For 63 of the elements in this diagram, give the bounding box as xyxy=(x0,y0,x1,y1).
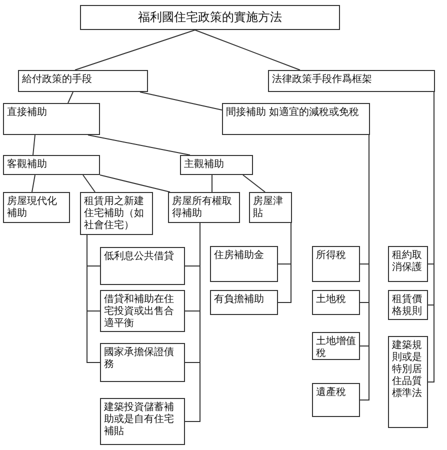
connector-line xyxy=(88,134,190,156)
text-box xyxy=(312,246,360,282)
box-label: 國家承擔保證債務 xyxy=(104,347,175,371)
box-label: 住房補助金 xyxy=(214,250,264,262)
box-label: 房屋現代化補助 xyxy=(7,196,58,220)
connector-line xyxy=(32,174,36,192)
text-box xyxy=(80,192,153,235)
text-box xyxy=(312,383,360,417)
text-box xyxy=(312,332,360,360)
connector-line xyxy=(242,174,266,192)
title-box xyxy=(80,5,340,30)
box-label: 有負擔補助 xyxy=(214,294,264,306)
box-label: 租賃價格規則 xyxy=(392,294,423,318)
connector-line xyxy=(82,174,96,192)
box-label: 房屋津貼 xyxy=(253,196,284,220)
text-box xyxy=(3,192,70,223)
connector-line xyxy=(68,92,74,104)
text-box xyxy=(100,290,185,332)
text-box xyxy=(210,290,278,315)
text-box xyxy=(100,398,185,445)
text-box xyxy=(249,192,292,223)
text-box xyxy=(388,336,428,428)
box-label: 主觀補助 xyxy=(184,159,224,171)
connector-line xyxy=(86,234,100,363)
box-label: 土地稅 xyxy=(316,294,346,306)
box-label: 直接補助 xyxy=(7,107,47,119)
connector-line xyxy=(100,174,170,192)
box-label: 給付政策的手段 xyxy=(22,74,92,86)
text-box xyxy=(100,247,185,285)
text-box xyxy=(388,290,428,320)
box-label: 建築投資儲蓄補助或是自有住宅補貼 xyxy=(104,402,175,438)
text-box xyxy=(222,103,370,135)
box-label: 房屋所有權取得補助 xyxy=(172,196,233,220)
box-label: 客觀補助 xyxy=(7,159,47,171)
connector-line xyxy=(74,30,196,70)
box-label: 遺產稅 xyxy=(316,387,346,399)
connector-line xyxy=(140,92,222,110)
text-box xyxy=(3,155,100,175)
connector-line xyxy=(278,222,292,303)
text-box xyxy=(312,290,360,315)
connector-line xyxy=(194,30,300,70)
connector-line xyxy=(360,134,370,400)
connector-line xyxy=(428,92,434,382)
title-text: 福利國住宅政策的實施方法 xyxy=(138,10,282,25)
text-box xyxy=(268,70,435,92)
text-box xyxy=(100,343,185,382)
box-label: 借貸和補助在住宅投資或出售合適平衡 xyxy=(104,294,175,330)
text-box xyxy=(180,155,253,175)
text-box xyxy=(18,70,148,92)
box-label: 間接補助 如適宜的減稅或免稅 xyxy=(226,107,360,119)
box-label: 低利息公共借貸 xyxy=(104,251,174,263)
text-box xyxy=(210,246,278,282)
text-box xyxy=(168,192,240,223)
text-box xyxy=(388,246,428,282)
box-label: 租賃用之新建住宅補助（如社會住宅） xyxy=(84,196,145,232)
box-label: 法律政策手段作爲框架 xyxy=(272,74,372,86)
box-label: 租約取消保護 xyxy=(392,250,423,274)
connector-line xyxy=(184,222,200,422)
box-label: 土地增值稅 xyxy=(316,336,356,360)
connector-line xyxy=(32,134,36,156)
text-box xyxy=(3,103,100,135)
box-label: 所得稅 xyxy=(316,250,346,262)
box-label: 建築規則或是特別居住品質標準法 xyxy=(392,340,423,400)
